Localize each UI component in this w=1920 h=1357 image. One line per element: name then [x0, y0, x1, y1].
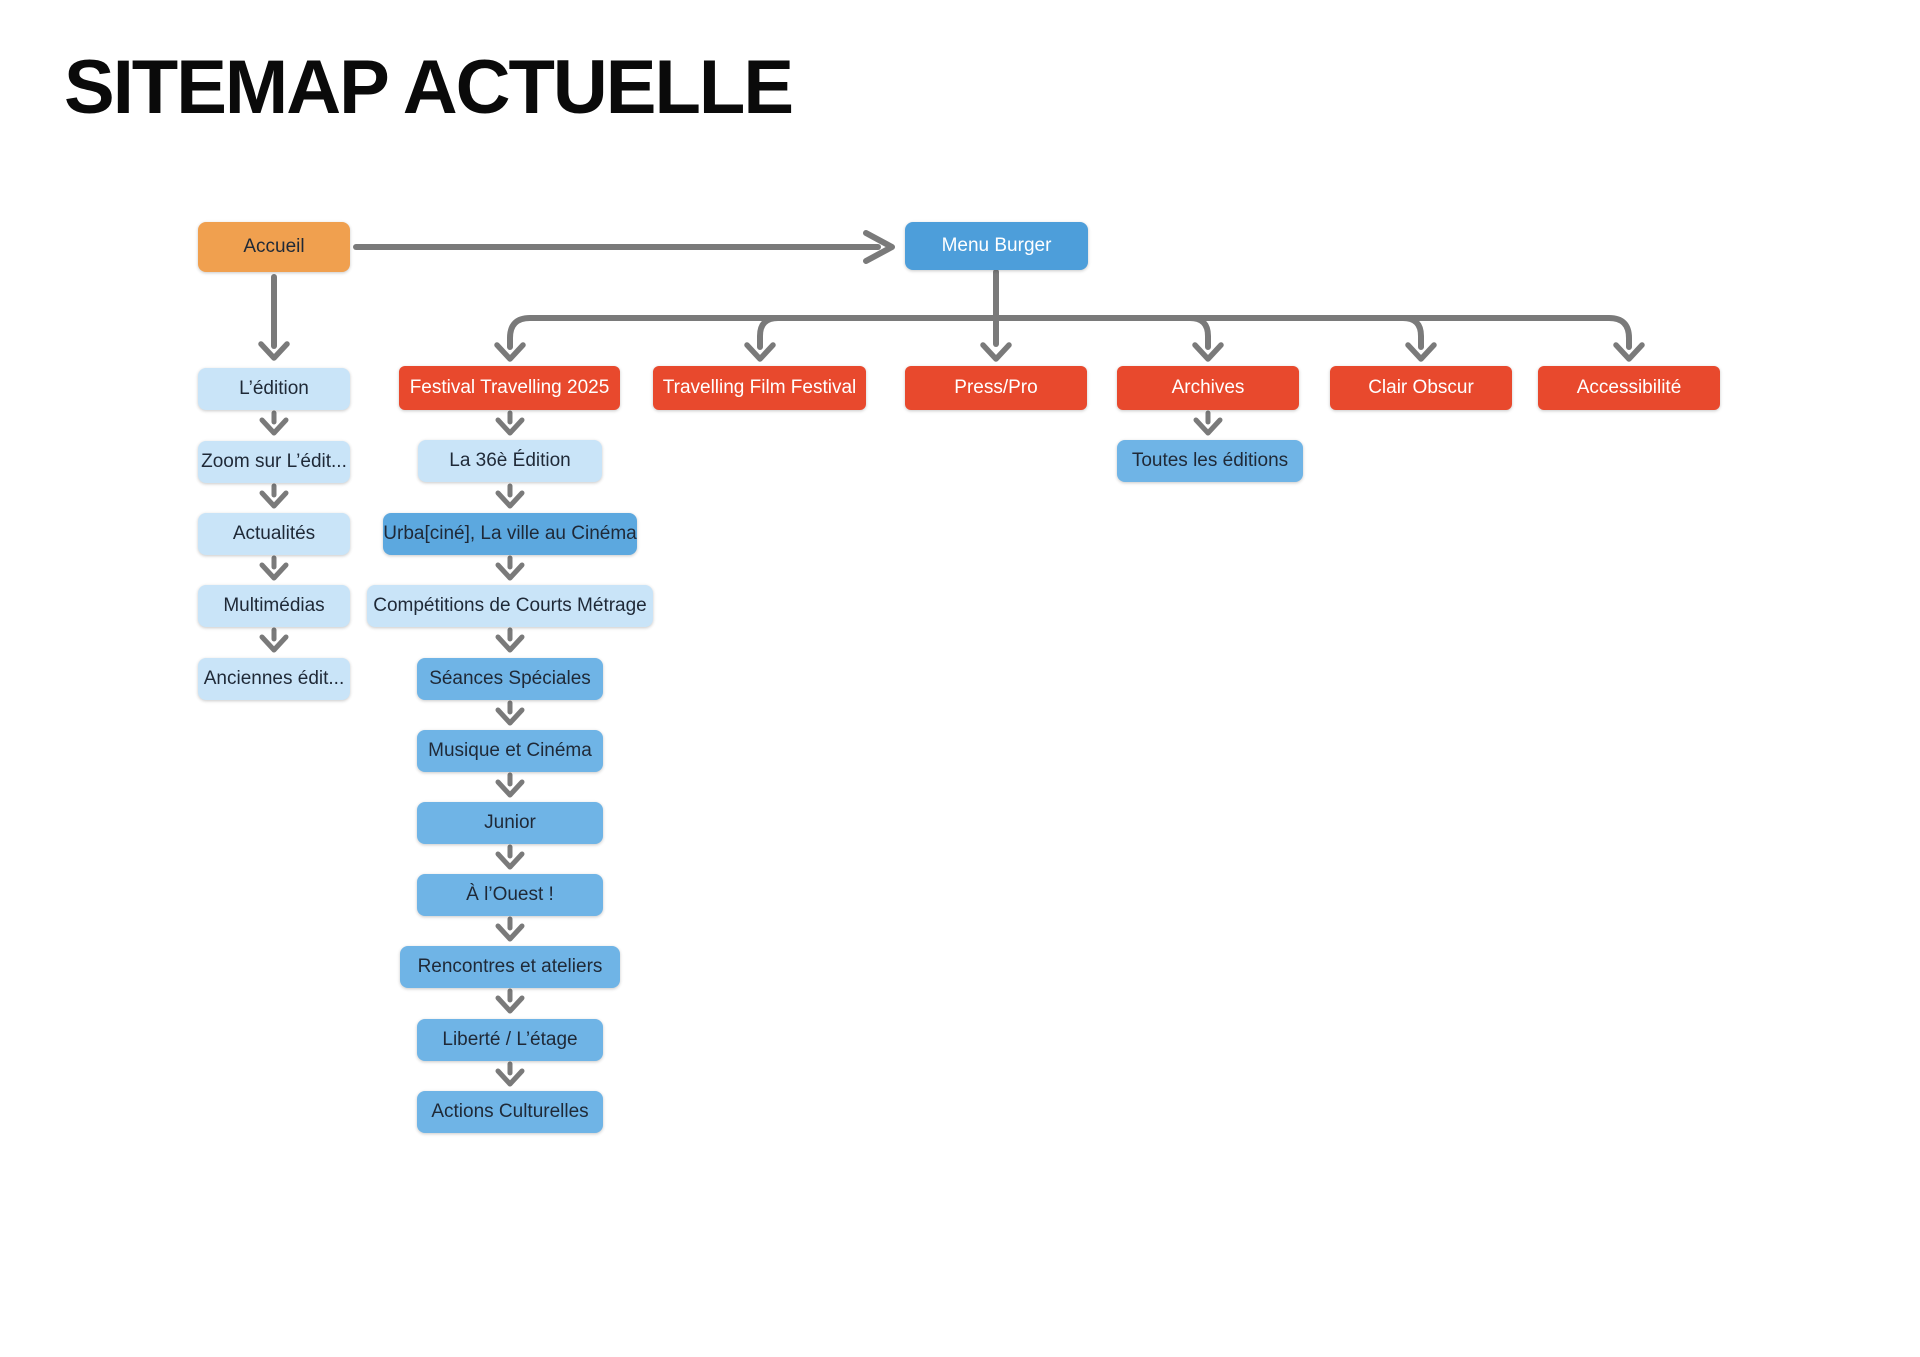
node-zoom-sur-ledit[interactable]: Zoom sur L’édit...: [198, 441, 350, 483]
node-actions-culturelles[interactable]: Actions Culturelles: [417, 1091, 603, 1133]
node-multimedias[interactable]: Multimédias: [198, 585, 350, 627]
node-urbacine[interactable]: Urba[ciné], La ville au Cinéma: [383, 513, 637, 555]
node-musique-et-cinema[interactable]: Musique et Cinéma: [417, 730, 603, 772]
node-accueil[interactable]: Accueil: [198, 222, 350, 272]
node-travelling-film-festival[interactable]: Travelling Film Festival: [653, 366, 866, 410]
node-rencontres-et-ateliers[interactable]: Rencontres et ateliers: [400, 946, 620, 988]
arrow-menu-rail: [507, 315, 1632, 350]
arrow-hook-travelling: [757, 315, 781, 350]
node-seances-speciales[interactable]: Séances Spéciales: [417, 658, 603, 700]
node-junior[interactable]: Junior: [417, 802, 603, 844]
arrow-hook-archives: [1187, 315, 1211, 350]
node-menu-burger[interactable]: Menu Burger: [905, 222, 1088, 270]
arrow-hook-clair: [1400, 315, 1424, 350]
node-archives[interactable]: Archives: [1117, 366, 1299, 410]
node-accessibilite[interactable]: Accessibilité: [1538, 366, 1720, 410]
node-liberte-letage[interactable]: Liberté / L’étage: [417, 1019, 603, 1061]
long-arrows: [271, 230, 1632, 350]
node-competitions-courts-metrage[interactable]: Compétitions de Courts Métrage: [367, 585, 653, 627]
node-actualites[interactable]: Actualités: [198, 513, 350, 555]
node-clair-obscur[interactable]: Clair Obscur: [1330, 366, 1512, 410]
node-festival-travelling-2025[interactable]: Festival Travelling 2025: [399, 366, 620, 410]
node-toutes-les-editions[interactable]: Toutes les éditions: [1117, 440, 1303, 482]
node-press-pro[interactable]: Press/Pro: [905, 366, 1087, 410]
node-anciennes-editions[interactable]: Anciennes édit...: [198, 658, 350, 700]
page-title: SITEMAP ACTUELLE: [64, 45, 794, 130]
node-la-36e-edition[interactable]: La 36è Édition: [418, 440, 602, 482]
arrow-head-right-icon: [863, 230, 895, 264]
node-ledition[interactable]: L’édition: [198, 368, 350, 410]
node-a-louest[interactable]: À l’Ouest !: [417, 874, 603, 916]
arrow-heads: [261, 344, 1642, 359]
